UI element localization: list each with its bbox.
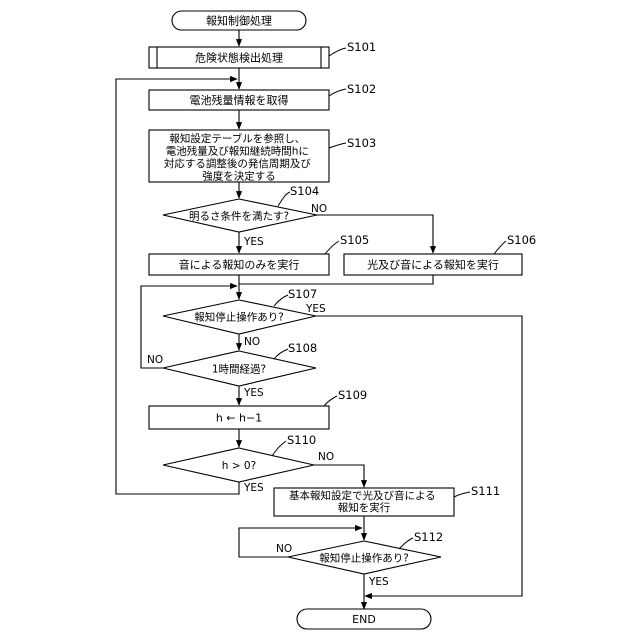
s108-leader (274, 349, 288, 359)
s111-step: S111 (471, 484, 500, 498)
s101-step: S101 (347, 40, 376, 54)
edge-s104-s106 (317, 215, 433, 253)
s112-leader (399, 538, 413, 549)
s104-label: 明るさ条件を満たす? (189, 210, 289, 223)
s105-leader (325, 241, 339, 254)
s110-yes-label: YES (243, 482, 264, 494)
s109-step: S109 (338, 388, 367, 402)
s112-label: 報知停止操作あり? (319, 552, 409, 565)
s108-label: 1時間経過? (212, 363, 266, 376)
s102-step: S102 (347, 82, 376, 96)
s106-leader (494, 241, 506, 254)
s101-label: 危険状態検出処理 (195, 51, 283, 65)
s111-leader (454, 492, 470, 497)
s107-yes-label: YES (305, 303, 326, 315)
s104-leader (278, 192, 290, 206)
s106-label: 光及び音による報知を実行 (367, 258, 499, 272)
s103-leader (329, 143, 346, 148)
s108-no-label: NO (147, 354, 163, 366)
start-label: 報知制御処理 (206, 14, 272, 28)
s109-leader (324, 396, 337, 406)
s107-leader (274, 295, 288, 306)
s110-no-label: NO (318, 451, 334, 463)
s112-no-label: NO (276, 543, 292, 555)
s110-leader (272, 441, 286, 456)
s105-step: S105 (340, 233, 369, 247)
s102-leader (329, 89, 346, 96)
s102-label: 電池残量情報を取得 (190, 93, 289, 107)
edge-s106-merge (239, 275, 433, 284)
s106-step: S106 (507, 233, 536, 247)
s109-label: h ← h−1 (216, 412, 262, 425)
s104-step: S104 (290, 184, 319, 198)
s105-label: 音による報知のみを実行 (179, 258, 300, 272)
s108-yes-label: YES (243, 387, 264, 399)
s107-label: 報知停止操作あり? (194, 311, 284, 324)
s101-leader (329, 48, 346, 56)
s104-yes-label: YES (243, 236, 264, 248)
s107-no-label: NO (244, 336, 260, 348)
end-label: END (352, 613, 376, 626)
edge-s110-s111 (314, 465, 364, 487)
s110-label: h > 0? (222, 460, 256, 472)
s112-step: S112 (414, 530, 443, 544)
s107-step: S107 (288, 287, 317, 301)
s104-no-label: NO (311, 203, 327, 215)
s112-yes-label: YES (368, 576, 389, 588)
s103-step: S103 (347, 136, 376, 150)
s108-step: S108 (288, 341, 317, 355)
s110-step: S110 (287, 433, 316, 447)
